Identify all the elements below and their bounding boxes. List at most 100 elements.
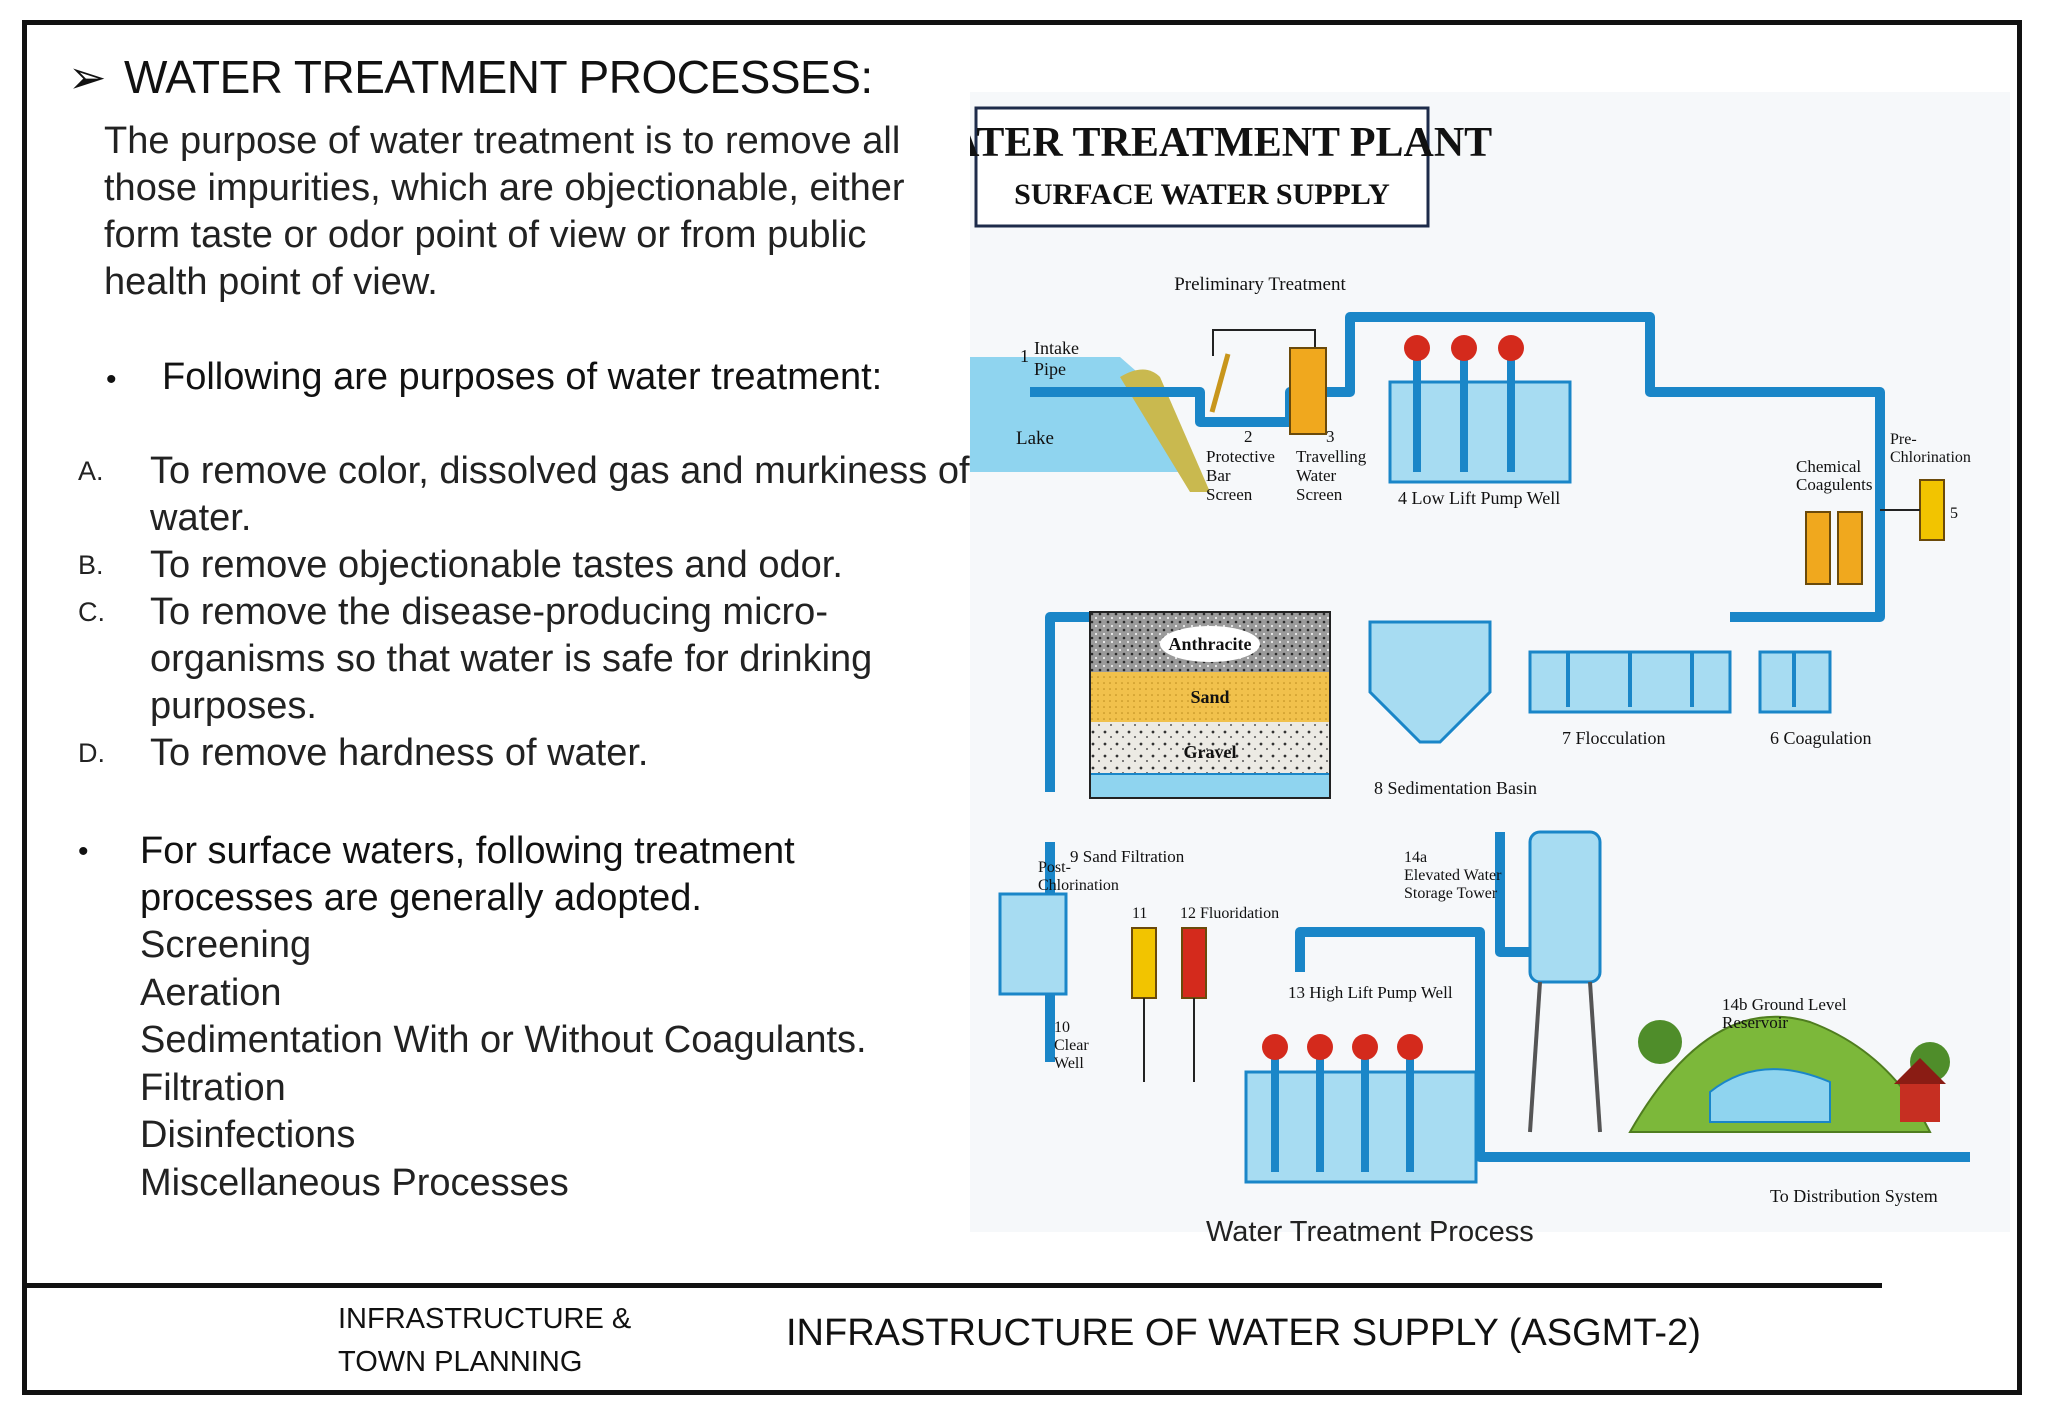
label-clear-num: 10 bbox=[1054, 1019, 1070, 1036]
tree-icon bbox=[1638, 1020, 1682, 1064]
label-low-lift: 4 Low Lift Pump Well bbox=[1398, 488, 1560, 508]
list-letter: A. bbox=[78, 456, 104, 486]
label-intake-pipe: Pipe bbox=[1034, 359, 1066, 379]
preliminary-bracket bbox=[1212, 329, 1316, 356]
purposes-bullet: •Following are purposes of water treatme… bbox=[106, 356, 882, 399]
distribution-pipe bbox=[1295, 927, 1970, 1162]
process-step: Disinfections bbox=[140, 1114, 356, 1156]
sand-layer bbox=[1090, 672, 1330, 722]
label-tower-1: Elevated Water bbox=[1404, 867, 1502, 884]
coagulant-tank bbox=[1837, 511, 1863, 585]
label-pre-2: Chlorination bbox=[1890, 449, 1971, 466]
gravel-layer bbox=[1090, 722, 1330, 774]
label-sedimentation: 8 Sedimentation Basin bbox=[1374, 778, 1537, 798]
pump-head bbox=[1307, 1034, 1333, 1060]
label-intake-num: 1 bbox=[1020, 346, 1029, 366]
diagram-title-box bbox=[974, 106, 1430, 228]
diagram-subtitle: SURFACE WATER SUPPLY bbox=[1014, 178, 1390, 211]
label-bar-num: 2 bbox=[1244, 427, 1253, 446]
process-step: Filtration bbox=[140, 1066, 286, 1109]
diagram-title: WATER TREATMENT PLANT bbox=[970, 120, 1492, 166]
house-icon bbox=[1900, 1082, 1940, 1122]
label-post-1: Post- bbox=[1038, 859, 1071, 876]
elevated-tank bbox=[1528, 830, 1602, 984]
course-name: INFRASTRUCTURE & TOWN PLANNING bbox=[338, 1298, 631, 1384]
anthracite-label-bg bbox=[1160, 626, 1260, 662]
heading-title: WATER TREATMENT PROCESSES: bbox=[124, 51, 873, 103]
clear-well-tank bbox=[998, 892, 1068, 996]
sedimentation-basin bbox=[1368, 620, 1492, 744]
list-text: To remove hardness of water. bbox=[150, 732, 649, 774]
label-lake: Lake bbox=[1016, 428, 1054, 449]
label-fluoridation: 12 Fluoridation bbox=[1180, 905, 1279, 922]
label-clear-2: Well bbox=[1054, 1055, 1084, 1072]
label-coagulation: 6 Coagulation bbox=[1770, 728, 1872, 748]
process-steps-list: Screening Aeration Sedimentation With or… bbox=[140, 922, 867, 1207]
label-post-2: Chlorination bbox=[1038, 877, 1119, 894]
list-text: To remove color, dissolved gas and murki… bbox=[150, 450, 970, 539]
purposes-heading: Following are purposes of water treatmen… bbox=[162, 356, 883, 398]
label-ground-1: 14b Ground Level bbox=[1722, 995, 1847, 1014]
tower-leg bbox=[1528, 981, 1542, 1133]
intake-pipe bbox=[1030, 312, 1885, 622]
label-ground-2: Reservoir bbox=[1722, 1013, 1788, 1032]
list-letter: C. bbox=[78, 597, 105, 627]
pump-head bbox=[1397, 1034, 1423, 1060]
mixers bbox=[1566, 652, 1796, 707]
travelling-screen bbox=[1289, 347, 1327, 435]
processes-heading: For surface waters, following treatment … bbox=[140, 830, 795, 919]
label-bar-2: Bar bbox=[1206, 466, 1231, 485]
label-gravel: Gravel bbox=[1184, 742, 1237, 762]
label-clear-1: Clear bbox=[1054, 1037, 1089, 1054]
diagram-caption: Water Treatment Process bbox=[1206, 1216, 1534, 1248]
low-lift-pumps bbox=[1404, 335, 1524, 472]
house-roof-icon bbox=[1894, 1058, 1946, 1084]
high-lift-pumps bbox=[1262, 1034, 1423, 1172]
label-flocculation: 7 Flocculation bbox=[1562, 728, 1665, 748]
label-chem-2: Coagulents bbox=[1796, 475, 1873, 494]
label-sand: Sand bbox=[1190, 687, 1229, 707]
process-step: Sedimentation With or Without Coagulants… bbox=[140, 1019, 867, 1061]
pump-head bbox=[1451, 335, 1477, 361]
label-tower-2: Storage Tower bbox=[1404, 885, 1498, 902]
course-line-2: TOWN PLANNING bbox=[338, 1346, 583, 1378]
list-item: D. To remove hardness of water. bbox=[78, 730, 978, 777]
label-sand-filtration: 9 Sand Filtration bbox=[1070, 847, 1185, 866]
post-chlorination-tank bbox=[1131, 927, 1157, 999]
purposes-list: A. To remove color, dissolved gas and mu… bbox=[78, 448, 978, 777]
fluoridation-tank bbox=[1181, 927, 1207, 999]
footer-divider bbox=[22, 1283, 1882, 1288]
list-item: C. To remove the disease-producing micro… bbox=[78, 589, 978, 730]
label-distribution: To Distribution System bbox=[1770, 1186, 1938, 1206]
list-item: A. To remove color, dissolved gas and mu… bbox=[78, 448, 978, 542]
processes-bullet: • For surface waters, following treatment… bbox=[78, 828, 900, 922]
label-anthracite: Anthracite bbox=[1169, 634, 1252, 654]
pump-head bbox=[1404, 335, 1430, 361]
intro-paragraph: The purpose of water treatment is to rem… bbox=[104, 120, 905, 303]
list-letter: B. bbox=[78, 550, 104, 580]
process-step: Screening bbox=[140, 924, 312, 966]
process-step: Miscellaneous Processes bbox=[140, 1161, 569, 1204]
list-item: B. To remove objectionable tastes and od… bbox=[78, 542, 978, 589]
label-chem-1: Chemical bbox=[1796, 457, 1861, 476]
label-intake: Intake bbox=[1034, 338, 1079, 358]
label-high-lift: 13 High Lift Pump Well bbox=[1288, 983, 1453, 1002]
tower-pipe bbox=[1495, 832, 1530, 957]
pre-chlorination-tank bbox=[1919, 479, 1945, 541]
water-treatment-plant-diagram: WATER TREATMENT PLANT SURFACE WATER SUPP… bbox=[970, 92, 2010, 1232]
pump-head bbox=[1352, 1034, 1378, 1060]
list-text: To remove the disease-producing micro-or… bbox=[150, 591, 873, 727]
label-bar-3: Screen bbox=[1206, 485, 1253, 504]
list-text: To remove objectionable tastes and odor. bbox=[150, 544, 843, 586]
tower-legs bbox=[1528, 981, 1602, 1133]
label-preliminary: Preliminary Treatment bbox=[1174, 274, 1346, 295]
label-travel-3: Screen bbox=[1296, 485, 1343, 504]
bullet-icon: • bbox=[78, 835, 89, 868]
process-step: Aeration bbox=[140, 971, 282, 1014]
label-pre-1: Pre- bbox=[1890, 431, 1917, 448]
pump-head bbox=[1498, 335, 1524, 361]
footer-topic: INFRASTRUCTURE OF WATER SUPPLY (ASGMT-2) bbox=[786, 1312, 1701, 1354]
underdrain bbox=[1089, 773, 1331, 799]
arrow-bullet-icon: ➢ bbox=[68, 51, 107, 103]
label-eleven: 11 bbox=[1132, 905, 1147, 922]
